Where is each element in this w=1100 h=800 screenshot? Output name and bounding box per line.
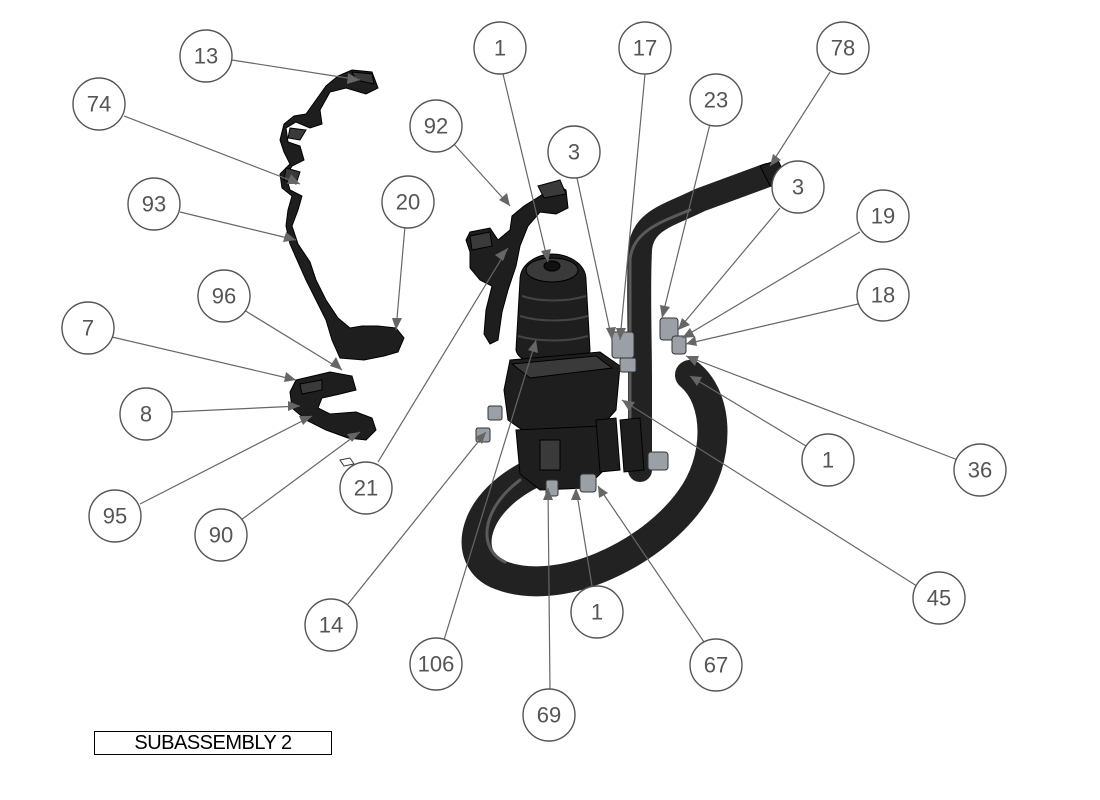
balloon-1-bottom: 1 [570, 585, 624, 639]
balloon-label: 1 [591, 600, 603, 625]
balloon-label: 1 [822, 448, 834, 473]
balloon-14: 14 [304, 598, 358, 652]
balloon-8: 8 [119, 387, 173, 441]
balloon-label: 3 [792, 175, 804, 200]
balloon-label: 21 [354, 476, 378, 501]
balloon-90: 90 [194, 508, 248, 562]
balloon-label: 13 [194, 44, 218, 69]
balloon-67: 67 [689, 638, 743, 692]
balloon-92: 92 [409, 99, 463, 153]
balloon-label: 19 [871, 204, 895, 229]
pump-hose-assembly [461, 159, 787, 597]
left-bracket-assembly [279, 69, 405, 467]
balloon-label: 20 [396, 190, 420, 215]
balloon-17: 17 [618, 21, 672, 75]
balloon-20: 20 [381, 175, 435, 229]
balloon-74: 74 [72, 77, 126, 131]
balloon-label: 90 [209, 523, 233, 548]
balloon-label: 96 [212, 284, 236, 309]
balloon-label: 23 [704, 88, 728, 113]
balloon-label: 3 [568, 140, 580, 165]
balloon-21: 21 [339, 461, 393, 515]
balloon-label: 106 [418, 652, 455, 677]
balloon-7: 7 [61, 301, 115, 355]
balloon-label: 93 [142, 192, 166, 217]
balloon-label: 78 [831, 36, 855, 61]
balloon-13: 13 [179, 29, 233, 83]
balloon-78: 78 [816, 21, 870, 75]
balloon-1-right: 1 [801, 433, 855, 487]
balloon-93: 93 [127, 177, 181, 231]
leader-arrowheads [283, 73, 781, 500]
balloon-1-top: 1 [473, 21, 527, 75]
balloon-69: 69 [522, 688, 576, 742]
balloon-label: 8 [140, 402, 152, 427]
balloon-label: 14 [319, 613, 343, 638]
subassembly-title: SUBASSEMBLY 2 [94, 731, 332, 755]
balloon-95: 95 [88, 489, 142, 543]
balloon-19: 19 [856, 189, 910, 243]
balloon-label: 95 [103, 504, 127, 529]
balloon-23: 23 [689, 73, 743, 127]
balloon-label: 18 [871, 283, 895, 308]
balloon-45: 45 [912, 571, 966, 625]
balloon-label: 69 [537, 703, 561, 728]
balloon-label: 45 [927, 586, 951, 611]
balloon-label: 1 [494, 36, 506, 61]
balloon-label: 67 [704, 653, 728, 678]
leader-lines [111, 59, 959, 691]
balloon-36: 36 [953, 443, 1007, 497]
balloon-3-right: 3 [771, 160, 825, 214]
balloon-label: 36 [968, 458, 992, 483]
balloon-label: 92 [424, 114, 448, 139]
balloon-96: 96 [197, 269, 251, 323]
balloon-3-left: 3 [547, 125, 601, 179]
balloon-106: 106 [409, 637, 463, 691]
balloon-label: 7 [82, 316, 94, 341]
balloon-label: 17 [633, 36, 657, 61]
balloon-label: 74 [87, 92, 111, 117]
balloon-18: 18 [856, 268, 910, 322]
